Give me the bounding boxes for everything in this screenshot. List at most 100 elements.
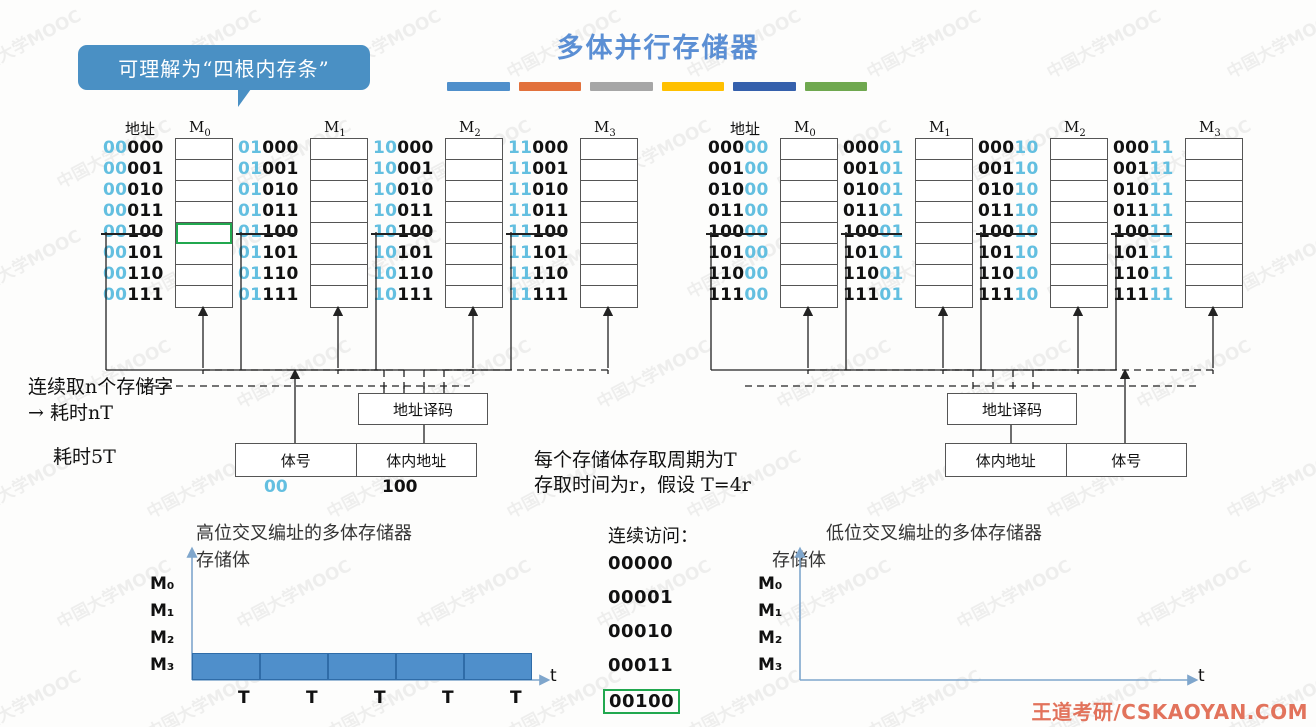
memory-cell[interactable] [781,223,837,244]
callout-tail-icon [238,89,259,107]
address-label: 00111 [1113,159,1174,179]
memory-cell[interactable] [916,265,972,286]
memory-cell[interactable] [781,244,837,265]
chart1-bar-segment [260,653,328,680]
memory-cell[interactable] [581,181,637,202]
memory-cell[interactable] [446,181,502,202]
address-label: 11000 [708,264,769,284]
title-color-bar-3 [661,82,724,91]
address-label: 01100 [236,222,299,242]
address-label: 00110 [103,264,164,284]
address-label: 11000 [508,138,569,158]
memory-cell[interactable] [1051,244,1107,265]
address-label: 11110 [978,285,1039,305]
memory-cell[interactable] [311,139,367,160]
watermark-text: 中国大学MOOC [1223,446,1316,524]
memory-cell[interactable] [1051,265,1107,286]
memory-cell[interactable] [916,160,972,181]
left-register-bank-field: 体号 [280,451,311,470]
address-label: 01110 [238,264,299,284]
memory-cell[interactable] [176,181,232,202]
memory-cell[interactable] [581,139,637,160]
memory-cell[interactable] [311,160,367,181]
memory-cell[interactable] [916,244,972,265]
address-label: 10011 [373,201,434,221]
memory-cell[interactable] [176,202,232,223]
left-address-register: 体号 体内地址 [235,443,477,477]
memory-cell[interactable] [1186,139,1242,160]
memory-cell[interactable] [1186,265,1242,286]
address-label: 00000 [103,138,164,158]
memory-cell[interactable] [781,202,837,223]
chart2-axes [794,546,1199,686]
address-label: 10100 [371,222,434,242]
memory-cell[interactable] [1186,244,1242,265]
memory-cell[interactable] [311,202,367,223]
memory-cell[interactable] [176,265,232,286]
memory-cell[interactable] [176,244,232,265]
memory-cell[interactable] [446,286,502,307]
title-color-bar-4 [733,82,796,91]
memory-cell[interactable] [781,286,837,307]
memory-cell[interactable] [916,223,972,244]
memory-cell[interactable] [446,244,502,265]
watermark-text: 中国大学MOOC [0,666,85,727]
memory-cell[interactable] [1051,202,1107,223]
footer-watermark: 王道考研/CSKAOYAN.COM [1031,700,1308,724]
memory-cell[interactable] [1051,181,1107,202]
address-label: 11111 [1113,285,1174,305]
title-color-bar-0 [447,82,510,91]
memory-cell-selected[interactable] [176,223,232,244]
memory-cell[interactable] [311,181,367,202]
memory-cell[interactable] [1186,223,1242,244]
memory-cell[interactable] [1051,286,1107,307]
memory-cell[interactable] [781,181,837,202]
memory-cell[interactable] [311,223,367,244]
memory-cell[interactable] [581,223,637,244]
memory-cell[interactable] [176,286,232,307]
memory-cell[interactable] [581,286,637,307]
memory-cell[interactable] [916,139,972,160]
memory-cell[interactable] [446,265,502,286]
address-label: 11110 [508,264,569,284]
chart-1-ylabel: 存储体 [196,550,250,571]
memory-cell[interactable] [1186,286,1242,307]
memory-cell[interactable] [916,286,972,307]
memory-cell[interactable] [311,286,367,307]
memory-cell[interactable] [446,202,502,223]
sequence-item: 00000 [608,553,674,574]
memory-cell[interactable] [781,139,837,160]
memory-cell[interactable] [916,181,972,202]
memory-cell[interactable] [781,160,837,181]
chart1-ytick: M₀ [150,573,175,594]
memory-cell[interactable] [1051,139,1107,160]
address-label: 01011 [238,201,299,221]
memory-cell[interactable] [1051,223,1107,244]
memory-cell[interactable] [176,139,232,160]
memory-cell[interactable] [581,160,637,181]
title-color-bars [447,82,867,91]
left-address-decoder-box: 地址译码 [358,393,488,425]
chart1-bar-segment [396,653,464,680]
memory-cell[interactable] [581,244,637,265]
memory-cell[interactable] [1051,160,1107,181]
memory-cell[interactable] [781,265,837,286]
memory-cell[interactable] [1186,160,1242,181]
memory-cell[interactable] [446,139,502,160]
memory-cell[interactable] [1186,202,1242,223]
callout-label: 可理解为“四根内存条” [118,57,330,81]
memory-cell[interactable] [311,265,367,286]
address-label: 11100 [506,222,569,242]
memory-cell[interactable] [581,202,637,223]
address-label: 01110 [978,201,1039,221]
memory-cell[interactable] [581,265,637,286]
memory-cell[interactable] [446,160,502,181]
memory-cell[interactable] [311,244,367,265]
chart1-bar-segment [464,653,532,680]
memory-cell[interactable] [176,160,232,181]
address-label: 10101 [373,243,434,263]
memory-cell[interactable] [446,223,502,244]
memory-cell[interactable] [916,202,972,223]
memory-cell[interactable] [1186,181,1242,202]
